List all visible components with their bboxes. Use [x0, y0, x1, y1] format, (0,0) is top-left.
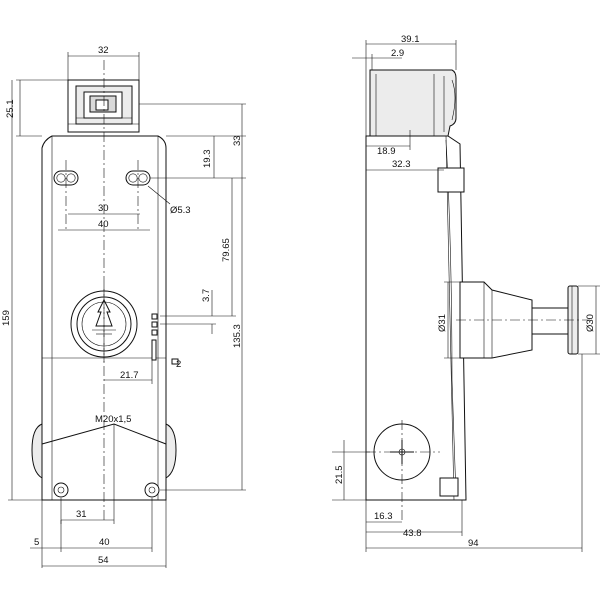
dim-thread: M20x1,5	[95, 414, 131, 425]
led-2	[151, 321, 158, 328]
dim-top-to-mount: 135.3	[232, 324, 243, 348]
dim-led-offset: 2	[176, 359, 181, 370]
front-dimensions: 32 25.1 159 30 40 Ø5.3 19.3 33 79.65	[1, 45, 246, 568]
dim-led-pitch: 3.7	[201, 289, 212, 302]
dim-head-step: 2.9	[391, 48, 404, 59]
dim-slot-pitch-outer: 40	[98, 219, 109, 230]
bottom-hole-right	[144, 482, 160, 498]
dim-total-depth: 94	[468, 538, 479, 549]
dim-head-height: 25.1	[5, 100, 16, 119]
dim-top-to-button: 33	[232, 135, 243, 146]
side-head	[369, 69, 457, 137]
bottom-hole-left	[53, 482, 69, 498]
led-1	[151, 313, 158, 320]
front-right-boss	[165, 423, 177, 479]
led-strip	[151, 339, 157, 361]
dim-screw-offset: 16.3	[374, 511, 393, 522]
dim-hole-diameter: Ø5.3	[170, 205, 191, 216]
dim-slot-pitch-inner: 30	[98, 203, 109, 214]
side-dimensions: 39.1 2.9 18.9 32.3 Ø31 Ø30 21.5 16.3 4	[332, 34, 600, 552]
dim-cap-diameter: Ø30	[585, 314, 596, 332]
dim-cover-offset: 18.9	[377, 146, 396, 157]
side-view	[365, 69, 590, 520]
dim-base-hole-pitch: 40	[99, 537, 110, 548]
dim-button-diameter: Ø31	[437, 314, 448, 332]
dim-edge-offset: 5	[34, 537, 39, 548]
dim-button-offset: 21.7	[120, 370, 139, 381]
dim-slot-to-led: 79.65	[221, 238, 232, 262]
front-view	[31, 60, 177, 520]
led-3	[151, 329, 158, 336]
dim-screw-depth: 43.8	[403, 528, 422, 539]
dim-screw-height: 21.5	[334, 466, 345, 485]
dim-head-depth: 39.1	[401, 34, 420, 45]
dim-head-width: 32	[98, 45, 109, 56]
dim-base-offset: 31	[76, 509, 87, 520]
dim-body-width: 54	[98, 555, 109, 566]
front-left-boss	[31, 423, 43, 479]
dim-body-depth: 32.3	[392, 159, 411, 170]
dim-total-height: 159	[1, 310, 12, 326]
dim-top-to-slot: 19.3	[202, 150, 213, 169]
